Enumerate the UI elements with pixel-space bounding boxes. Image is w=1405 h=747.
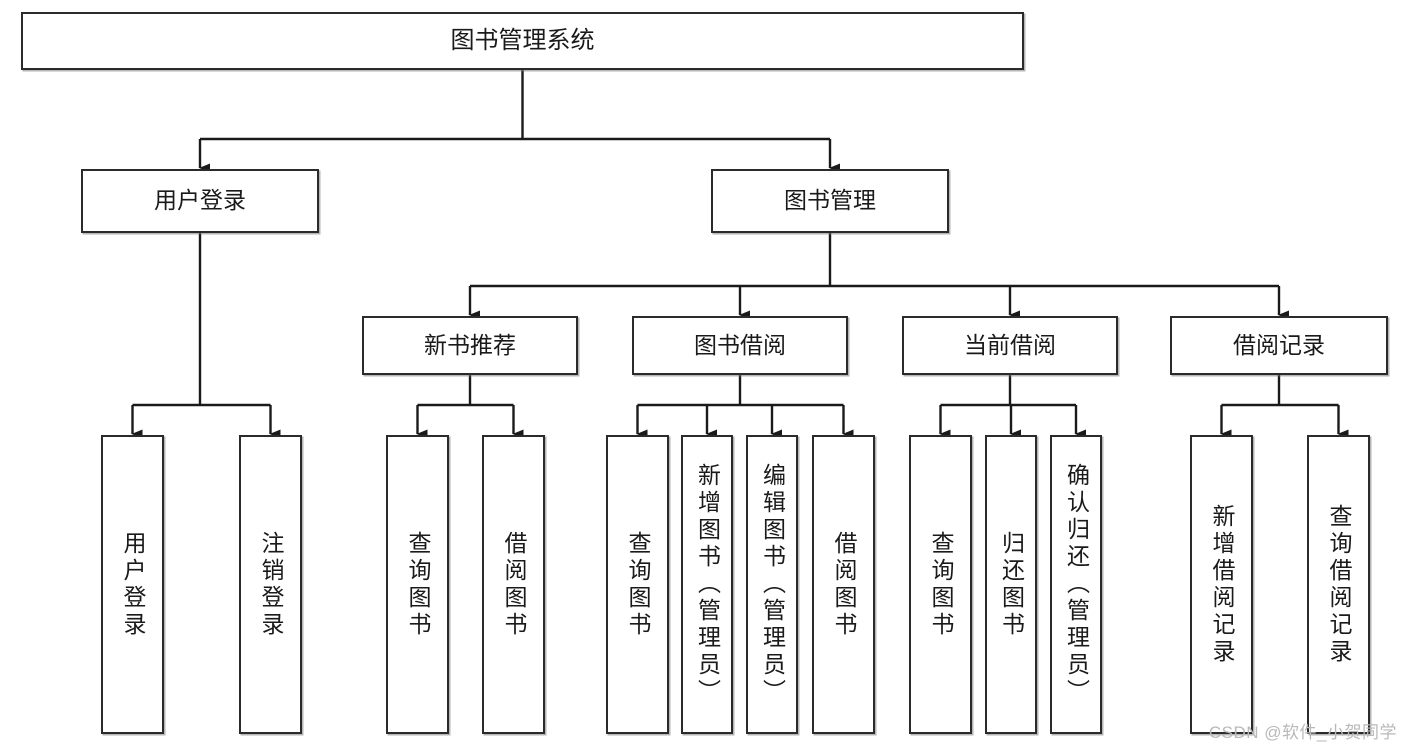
- node-leaf-borrow-book-1[interactable]: 借阅图书: [482, 435, 545, 734]
- node-leaf-add-book[interactable]: 新增图书（管理员）: [681, 435, 733, 734]
- node-label: 用户登录: [154, 187, 246, 214]
- node-label: 确认归还（管理员）: [1063, 463, 1090, 706]
- node-label: 借阅图书: [831, 530, 857, 639]
- node-new-book-recommendation[interactable]: 新书推荐: [362, 316, 578, 375]
- node-label: 归还图书: [998, 530, 1025, 639]
- node-leaf-query-borrow-record[interactable]: 查询借阅记录: [1307, 435, 1370, 734]
- node-label: 编辑图书（管理员）: [759, 463, 786, 706]
- node-leaf-return-book[interactable]: 归还图书: [985, 435, 1037, 734]
- connector-edges: [131, 70, 1349, 439]
- node-user-login[interactable]: 用户登录: [81, 169, 319, 233]
- node-leaf-add-borrow-record[interactable]: 新增借阅记录: [1190, 435, 1253, 734]
- node-book-management[interactable]: 图书管理: [711, 169, 949, 233]
- node-label: 查询图书: [405, 530, 431, 639]
- node-label: 当前借阅: [964, 331, 1056, 358]
- node-leaf-query-book-3[interactable]: 查询图书: [909, 435, 972, 734]
- node-label: 借阅图书: [501, 530, 527, 639]
- node-label: 查询借阅记录: [1326, 503, 1352, 666]
- node-label: 注销登录: [258, 530, 284, 639]
- node-book-borrowing[interactable]: 图书借阅: [632, 316, 848, 375]
- node-label: 新增借阅记录: [1209, 503, 1235, 666]
- node-leaf-logout[interactable]: 注销登录: [239, 435, 302, 734]
- node-label: 查询图书: [928, 530, 954, 639]
- node-label: 图书管理: [784, 187, 876, 214]
- node-leaf-confirm-return[interactable]: 确认归还（管理员）: [1050, 435, 1102, 734]
- node-label: 图书借阅: [694, 331, 786, 358]
- node-label: 新书推荐: [424, 331, 516, 358]
- watermark-text: CSDN @软件_小贺同学: [1208, 723, 1397, 742]
- node-leaf-borrow-book-2[interactable]: 借阅图书: [812, 435, 875, 734]
- node-label: 新增图书（管理员）: [694, 463, 721, 706]
- node-leaf-user-login[interactable]: 用户登录: [101, 435, 164, 734]
- node-current-borrowing[interactable]: 当前借阅: [902, 316, 1118, 375]
- node-root-book-management-system[interactable]: 图书管理系统: [21, 12, 1024, 70]
- node-label: 用户登录: [120, 530, 146, 639]
- node-label: 借阅记录: [1233, 331, 1325, 358]
- node-borrowing-record[interactable]: 借阅记录: [1170, 316, 1388, 375]
- node-leaf-edit-book[interactable]: 编辑图书（管理员）: [746, 435, 798, 734]
- node-leaf-query-book-1[interactable]: 查询图书: [386, 435, 449, 734]
- node-leaf-query-book-2[interactable]: 查询图书: [606, 435, 669, 734]
- node-label: 图书管理系统: [450, 26, 595, 54]
- node-label: 查询图书: [625, 530, 651, 639]
